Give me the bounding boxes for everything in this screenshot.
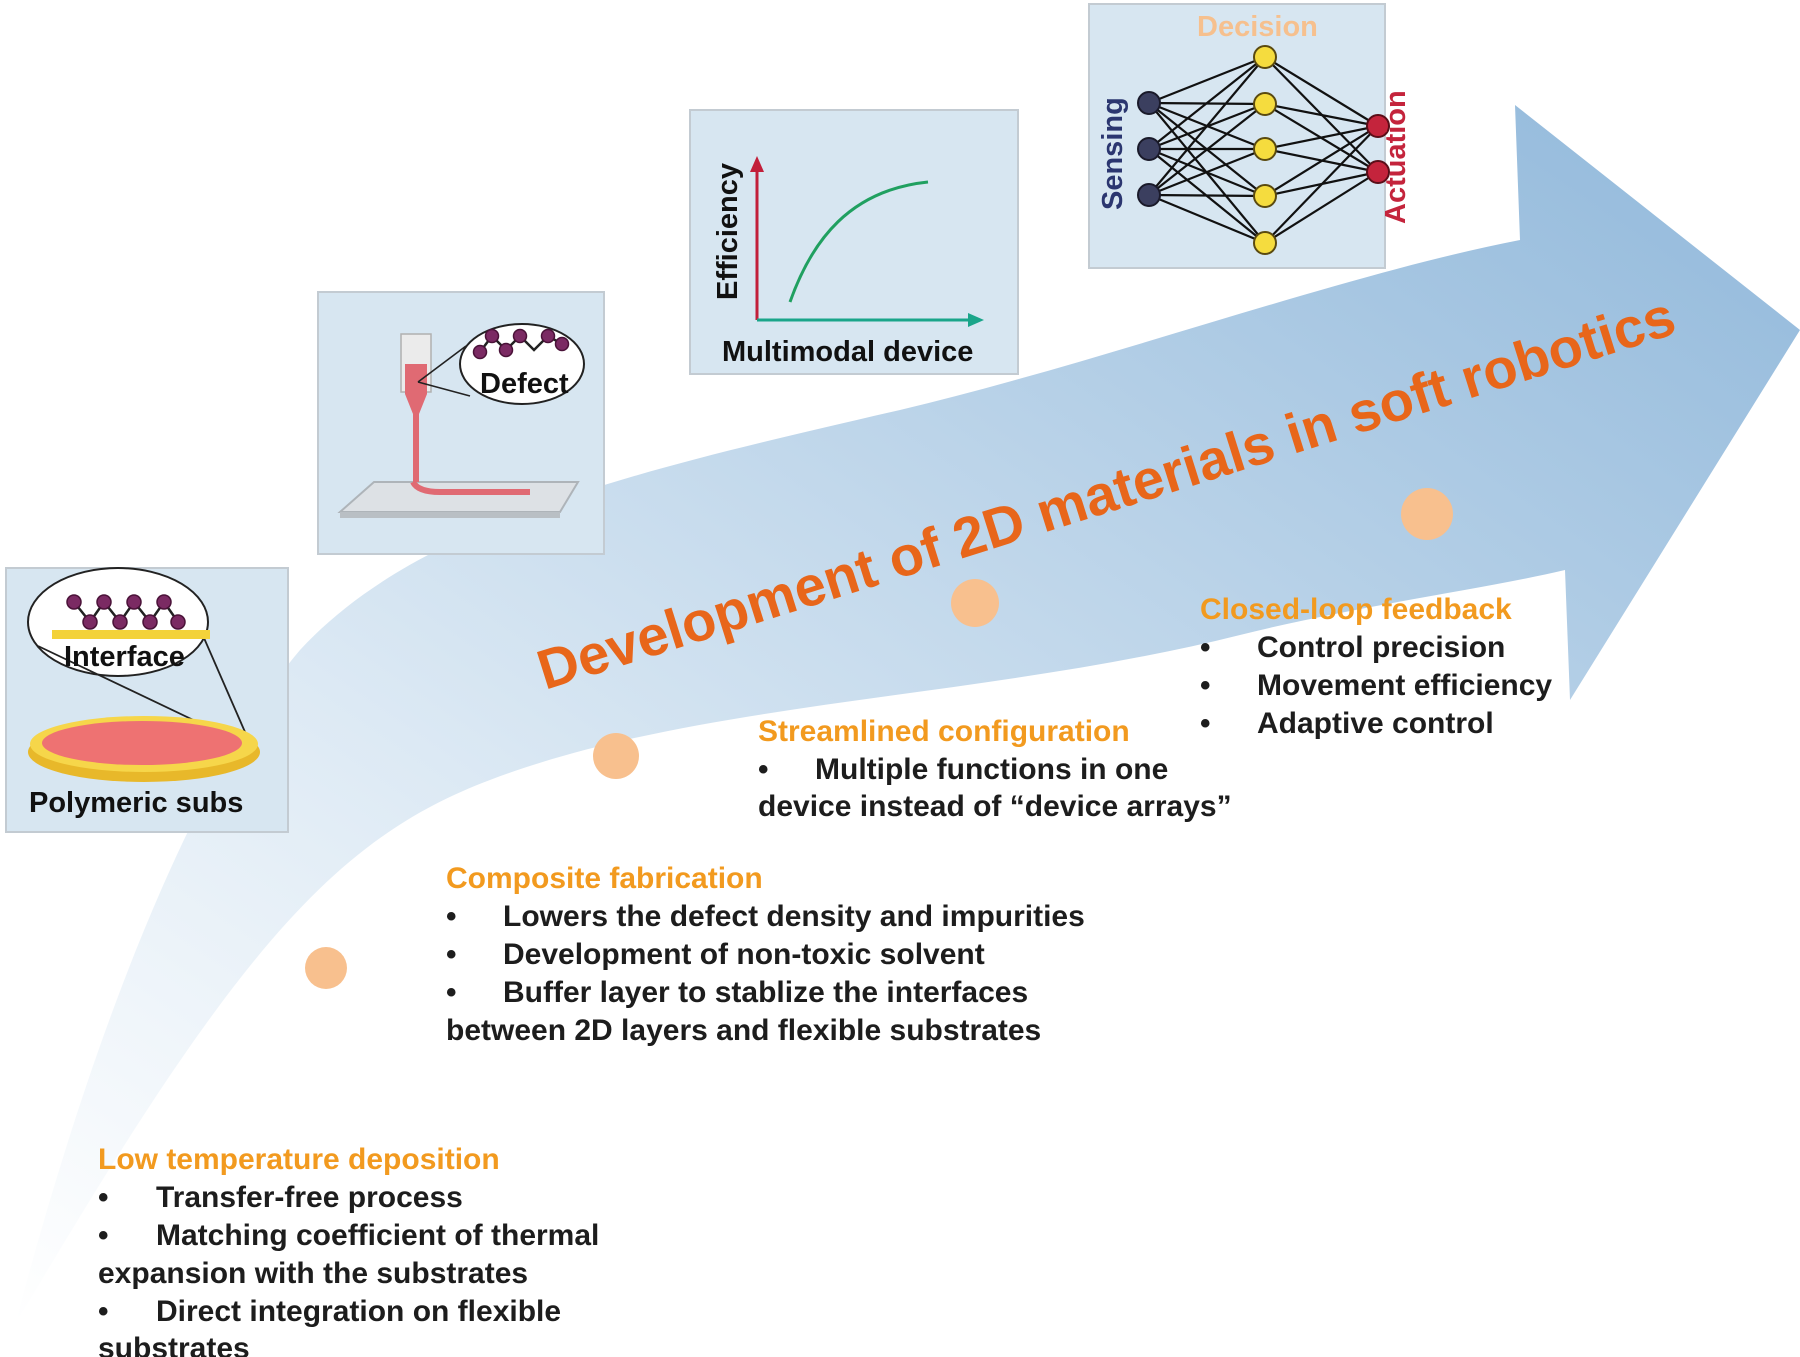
print-nozzle-icon [400, 333, 530, 495]
interface-layer [52, 630, 210, 639]
bullet-text-continued: device instead of “device arrays” [758, 790, 1232, 823]
stage-heading: Streamlined configuration [758, 715, 1130, 748]
network-connection [1264, 102, 1379, 128]
bullet-text: Direct integration on flexible [156, 1295, 561, 1328]
decision-node [1253, 45, 1277, 69]
print-substrate-plate [337, 481, 580, 513]
panel-printing: Defect [317, 291, 605, 555]
sensing-node [1137, 137, 1161, 161]
stage-heading: Composite fabrication [446, 862, 763, 895]
decision-label: Decision [1197, 11, 1318, 43]
defect-label: Defect [480, 368, 569, 400]
bullet-text: Multiple functions in one [815, 753, 1168, 786]
bullet-text: Buffer layer to stablize the interfaces [503, 976, 1028, 1009]
sensing-node [1137, 183, 1161, 207]
bullet-text-continued: expansion with the substrates [98, 1257, 528, 1290]
network-connection [1148, 193, 1266, 245]
stage-streamlined-configuration: Streamlined configuration • Multiple fun… [758, 715, 1232, 823]
decision-node [1253, 184, 1277, 208]
sensing-node [1137, 91, 1161, 115]
bullet-text: Adaptive control [1257, 707, 1494, 740]
network-connection [1148, 56, 1266, 150]
network-connection [1264, 56, 1379, 127]
bullet-marker: • [1200, 707, 1211, 740]
milestone-dot-4 [1401, 488, 1453, 540]
x-axis-arrowhead-icon [968, 313, 984, 327]
bullet-marker: • [1200, 631, 1211, 664]
actuation-node [1366, 114, 1390, 138]
actuation-label: Actuation [1380, 90, 1412, 224]
network-connection [1264, 124, 1379, 151]
milestone-dot-3 [951, 579, 999, 627]
bullet-text: Development of non-toxic solvent [503, 938, 985, 971]
interface-label: Interface [64, 641, 185, 673]
bullet-marker: • [446, 976, 457, 1009]
bullet-marker: • [446, 938, 457, 971]
actuation-node [1366, 160, 1390, 184]
bullet-text: Control precision [1257, 631, 1505, 664]
bullet-text: Matching coefficient of thermal [156, 1219, 599, 1252]
stage-closed-loop-feedback: Closed-loop feedback • Control precision… [1200, 593, 1552, 740]
milestone-dot-1 [305, 947, 347, 989]
network-connection [1264, 171, 1379, 244]
bullet-text: Movement efficiency [1257, 669, 1552, 702]
network-nodes [1137, 45, 1390, 255]
bullet-text-continued: substrates [98, 1332, 250, 1357]
stage-low-temperature: Low temperature deposition • Transfer-fr… [98, 1143, 599, 1357]
interface-atoms-icon [66, 594, 186, 630]
panel-network: Decision Sensing Actuation [1088, 3, 1412, 269]
progress-arrow [15, 105, 1800, 1325]
decision-node [1253, 231, 1277, 255]
panel-substrate: Interface Polymeric subs [5, 567, 289, 833]
defect-atoms-icon [472, 328, 570, 360]
stage-heading: Low temperature deposition [98, 1143, 500, 1176]
efficiency-curve [788, 180, 929, 303]
bullet-marker: • [1200, 669, 1211, 702]
network-connection [1148, 55, 1266, 105]
bullet-text: Lowers the defect density and impurities [503, 900, 1085, 933]
decision-node [1253, 137, 1277, 161]
substrate-label: Polymeric subs [29, 787, 243, 819]
bullet-marker: • [98, 1219, 109, 1252]
panel-efficiency: Efficiency Multimodal device [689, 109, 1019, 375]
y-axis-arrowhead-icon [750, 156, 764, 172]
bullet-marker: • [446, 900, 457, 933]
polymeric-substrate-disc-icon [28, 716, 260, 782]
network-connection [1264, 125, 1379, 197]
network-connection [1148, 56, 1266, 196]
efficiency-ylabel: Efficiency [712, 163, 744, 300]
bullet-text-continued: between 2D layers and flexible substrate… [446, 1014, 1041, 1047]
decision-node [1253, 92, 1277, 116]
bullet-marker: • [98, 1295, 109, 1328]
milestone-dot-2 [593, 733, 639, 779]
network-connection [1148, 193, 1266, 198]
bullet-marker: • [98, 1181, 109, 1214]
network-connection [1148, 147, 1266, 197]
stage-composite-fabrication: Composite fabrication • Lowers the defec… [446, 862, 1085, 1047]
network-connection [1264, 125, 1379, 244]
efficiency-xlabel: Multimodal device [722, 336, 973, 368]
bullet-text: Transfer-free process [156, 1181, 463, 1214]
stage-heading: Closed-loop feedback [1200, 593, 1512, 626]
network-connection [1148, 103, 1266, 196]
bullet-marker: • [758, 753, 769, 786]
sensing-label: Sensing [1097, 97, 1129, 210]
network-connections [1148, 55, 1379, 245]
